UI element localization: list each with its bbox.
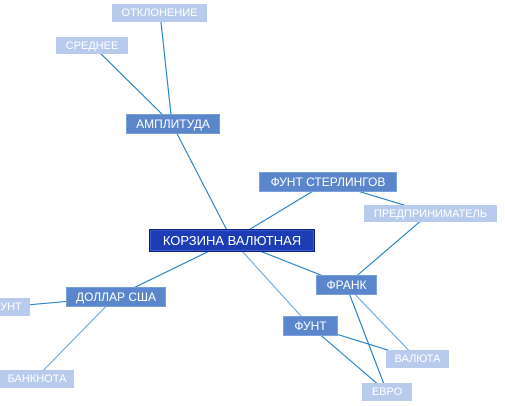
node-srednee-label: СРЕДНЕЕ xyxy=(65,39,119,52)
edge-funt-evro xyxy=(309,325,388,393)
node-frank-label: ФРАНК xyxy=(326,278,367,292)
node-korzina-valyutnaya-label: КОРЗИНА ВАЛЮТНАЯ xyxy=(162,233,302,248)
node-dollar-ssha-label: ДОЛЛАР США xyxy=(75,290,157,304)
node-funt-sterlingov-label: ФУНТ СТЕРЛИНГОВ xyxy=(270,175,386,189)
node-dollar-ssha[interactable]: ДОЛЛАР США xyxy=(66,287,166,307)
node-banknota-label: БАНКНОТА xyxy=(7,373,67,385)
node-otklonenie[interactable]: ОТКЛОНЕНИЕ xyxy=(112,4,207,22)
node-evro-label: ЕВРО xyxy=(371,386,403,398)
node-srednee[interactable]: СРЕДНЕЕ xyxy=(56,37,128,54)
edge-center-amplituda xyxy=(171,123,233,241)
node-amplituda-label: АМПЛИТУДА xyxy=(136,117,210,131)
edge-dollar-banknota xyxy=(35,296,116,379)
node-funt-label: ФУНТ xyxy=(294,319,327,333)
edge-predprinimatel-frank xyxy=(345,212,431,286)
node-predprinimatel-label: ПРЕДПРИНИМАТЕЛЬ xyxy=(373,207,488,220)
node-predprinimatel[interactable]: ПРЕДПРИНИМАТЕЛЬ xyxy=(364,205,497,222)
node-korzina-valyutnaya[interactable]: КОРЗИНА ВАЛЮТНАЯ xyxy=(149,229,315,252)
node-evro[interactable]: ЕВРО xyxy=(362,383,412,401)
edge-center-funt xyxy=(231,239,311,327)
node-amplituda[interactable]: АМПЛИТУДА xyxy=(126,114,220,134)
edge-frank-valyuta xyxy=(345,284,418,360)
edge-frank-evro xyxy=(345,284,388,393)
node-banknota[interactable]: БАНКНОТА xyxy=(0,370,74,388)
node-funt-left-label: ФУНТ xyxy=(0,301,22,313)
node-funt-sterlingov[interactable]: ФУНТ СТЕРЛИНГОВ xyxy=(259,172,397,192)
node-otklonenie-label: ОТКЛОНЕНИЕ xyxy=(121,7,198,19)
node-funt[interactable]: ФУНТ xyxy=(283,316,338,336)
node-valyuta[interactable]: ВАЛЮТА xyxy=(386,350,449,368)
edge-amplituda-otklonenie xyxy=(159,12,173,125)
node-frank[interactable]: ФРАНК xyxy=(316,275,377,295)
node-funt-left[interactable]: ФУНТ xyxy=(0,298,30,316)
node-valyuta-label: ВАЛЮТА xyxy=(394,353,441,365)
edge-amplituda-srednee xyxy=(91,44,173,125)
